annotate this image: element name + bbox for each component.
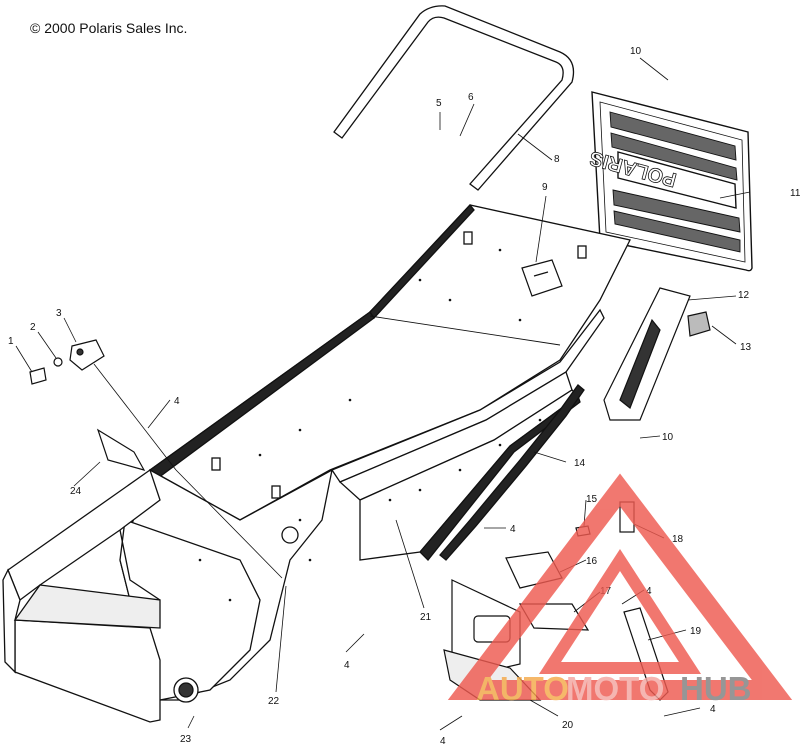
callout-10a: 10 — [630, 46, 642, 57]
callout-16: 16 — [586, 556, 598, 567]
callout-22: 22 — [268, 696, 280, 707]
callout-9: 9 — [542, 182, 548, 193]
part-snow-flap: POLARIS — [587, 91, 753, 272]
part-rear-grab — [603, 287, 711, 421]
watermark-logo: AUTO MOTO HUB — [447, 473, 793, 707]
callout-4c: 4 — [344, 660, 350, 671]
callout-19: 19 — [690, 626, 702, 637]
copyright-notice: © 2000 Polaris Sales Inc. — [30, 20, 188, 36]
callout-13: 13 — [740, 342, 752, 353]
part-flap-hanger — [333, 5, 575, 191]
callout-15: 15 — [586, 494, 598, 505]
callout-6: 6 — [468, 92, 474, 103]
watermark-hub: HUB — [680, 670, 752, 707]
part-left-fasteners — [29, 339, 146, 471]
callout-4a: 4 — [174, 396, 180, 407]
watermark-moto: MOTO — [566, 670, 664, 707]
callout-21: 21 — [420, 612, 432, 623]
callout-2: 2 — [30, 322, 36, 333]
watermark-auto: AUTO — [476, 670, 569, 707]
callout-1: 1 — [8, 336, 14, 347]
part-rear-bumper-mount — [521, 259, 563, 297]
callout-23: 23 — [180, 734, 192, 744]
callout-14: 14 — [574, 458, 586, 469]
callout-20: 20 — [562, 720, 574, 731]
callout-24: 24 — [70, 486, 82, 497]
callout-4b: 4 — [510, 524, 516, 535]
callout-8: 8 — [554, 154, 560, 165]
callout-10b: 10 — [662, 432, 674, 443]
callout-5: 5 — [436, 98, 442, 109]
callout-11: 11 — [790, 188, 800, 199]
callout-4f: 4 — [710, 704, 716, 715]
callout-3: 3 — [56, 308, 62, 319]
callout-4e: 4 — [646, 586, 652, 597]
callout-12: 12 — [738, 290, 750, 301]
callout-18: 18 — [672, 534, 684, 545]
callout-4d: 4 — [440, 736, 446, 744]
part-chassis — [2, 204, 631, 723]
